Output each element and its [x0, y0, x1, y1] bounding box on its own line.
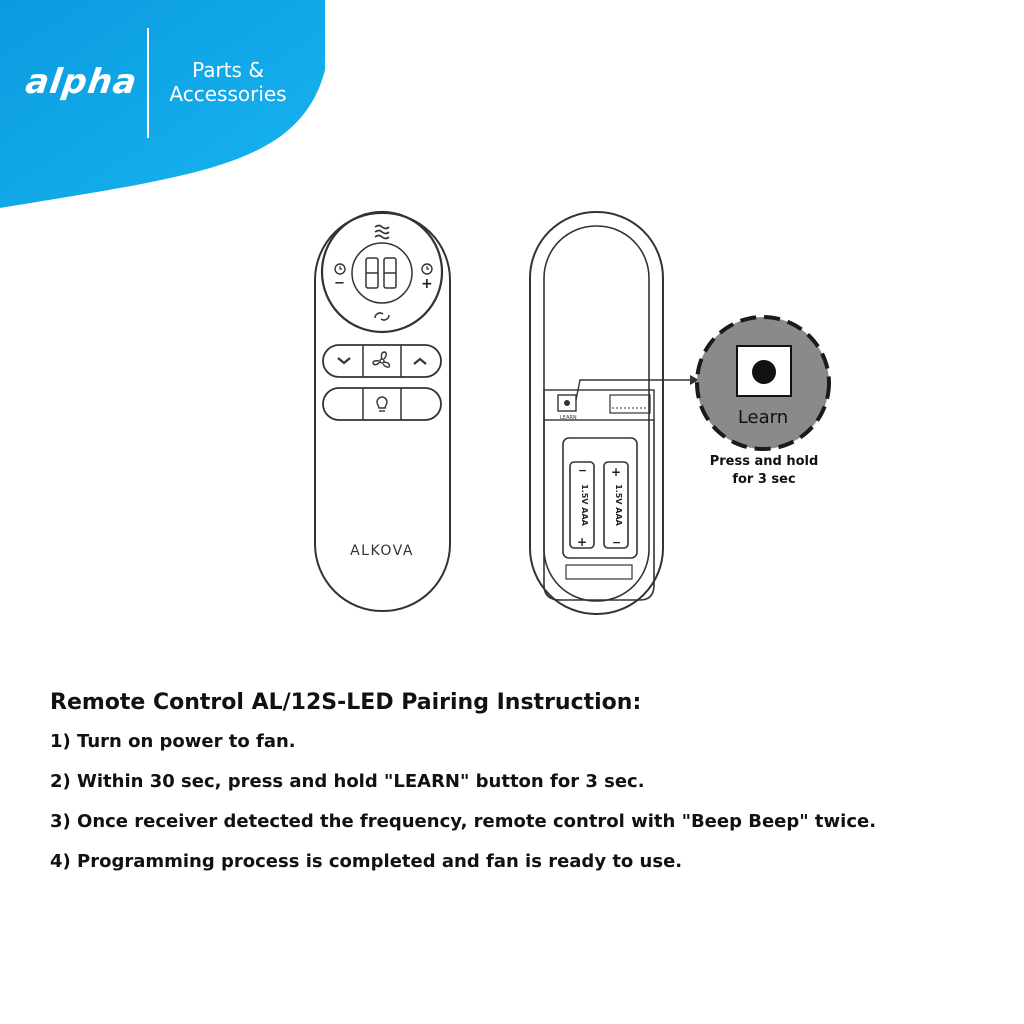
speed-up-icon	[413, 357, 427, 365]
battery-right	[603, 461, 629, 549]
arrow-head-icon	[690, 375, 699, 385]
instructions-title: Remote Control AL/12S-LED Pairing Instru…	[50, 690, 642, 715]
fan-icon	[372, 351, 391, 368]
battery-left-plus: +	[577, 535, 587, 549]
instruction-step: 1) Turn on power to fan.	[50, 731, 296, 752]
instruction-step: 2) Within 30 sec, press and hold "LEARN"…	[50, 771, 645, 792]
brand-divider	[147, 28, 149, 138]
battery-right-plus: +	[611, 465, 621, 479]
rotate-icon	[374, 312, 390, 321]
instruction-step: 3) Once receiver detected the frequency,…	[50, 811, 877, 832]
learn-caption-line2: for 3 sec	[732, 472, 795, 487]
remote-back	[529, 211, 664, 615]
remote-front	[314, 210, 451, 612]
battery-left-label: 1.5V AAA	[580, 484, 589, 527]
battery-right-minus: −	[612, 536, 621, 549]
remote-illustration: − + ALKOVA LEARN 1.5V AAA 1.5V AAA − + +…	[314, 210, 831, 615]
battery-right-label: 1.5V AAA	[614, 484, 623, 527]
learn-callout-label: Learn	[738, 407, 788, 428]
learn-button	[557, 394, 577, 412]
alpha-logo: alpha	[23, 62, 140, 102]
battery-compartment	[562, 437, 638, 559]
timer-plus-label: +	[421, 276, 433, 292]
instruction-step: 4) Programming process is completed and …	[50, 851, 683, 872]
timer-plus-icon	[421, 263, 433, 275]
light-bulb-icon	[376, 396, 388, 412]
timer-minus-icon	[334, 263, 346, 275]
brand-banner	[0, 0, 325, 208]
learn-caption-line1: Press and hold	[710, 454, 819, 469]
pairing-instructions: Remote Control AL/12S-LED Pairing Instru…	[50, 690, 1010, 891]
brand-tagline: Parts & Accessories	[158, 58, 298, 106]
speed-down-icon	[337, 357, 351, 365]
brand-tagline-line1: Parts &	[192, 58, 264, 82]
wind-icon	[374, 224, 390, 240]
timer-minus-label: −	[334, 276, 345, 291]
battery-left-minus: −	[578, 464, 587, 477]
callout-arrow	[575, 379, 690, 401]
remote-brand-label: ALKOVA	[350, 543, 414, 559]
brand-tagline-line2: Accessories	[169, 82, 287, 106]
learn-callout	[695, 315, 831, 451]
learn-button-label: LEARN	[560, 415, 577, 421]
learn-button-dot-icon	[752, 360, 776, 384]
battery-left	[569, 461, 595, 549]
